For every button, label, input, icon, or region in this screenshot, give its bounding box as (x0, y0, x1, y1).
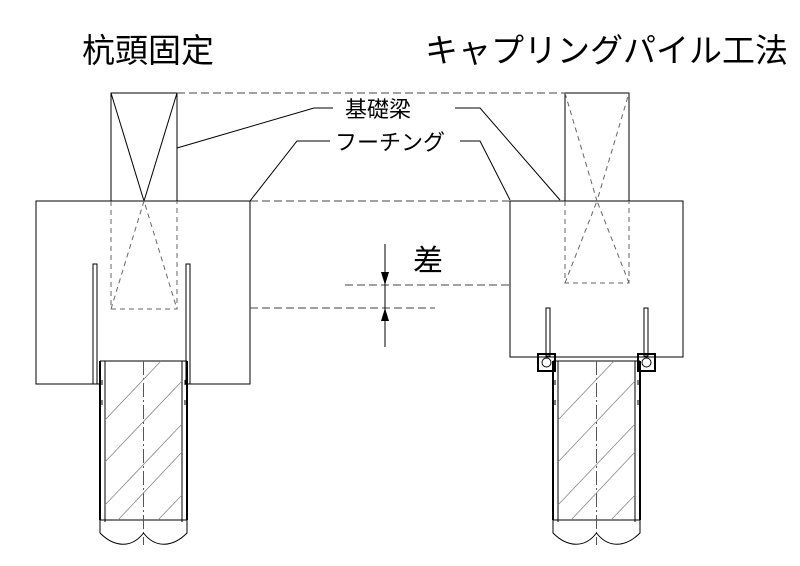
left-beam-hidden (110, 201, 178, 310)
label-difference: 差 (413, 244, 443, 279)
right-assembly (509, 92, 684, 545)
right-pile (552, 360, 641, 545)
left-beam-cross-hidden (110, 199, 178, 310)
difference-dimension (381, 244, 389, 347)
title-left: 杭頭固定 (82, 31, 214, 70)
right-anchor-rod (643, 307, 649, 357)
label-footing: フーチング (335, 131, 445, 156)
left-assembly (35, 92, 251, 545)
left-beam-cross (110, 92, 178, 203)
right-cap-ring (537, 353, 656, 372)
left-beam (110, 92, 178, 201)
title-right: キャプリングパイル工法 (425, 31, 788, 70)
left-pile (99, 360, 188, 545)
dimension-arrow-down (381, 272, 389, 285)
right-footing (509, 200, 684, 358)
right-beam-cross (564, 92, 630, 284)
left-anchor-bar (92, 263, 98, 385)
label-beam: 基礎梁 (345, 98, 411, 123)
dimension-arrow-up (381, 308, 389, 321)
right-anchor-rod (545, 307, 551, 357)
left-footing (35, 200, 251, 385)
right-beam (564, 92, 630, 201)
right-beam-hidden (564, 201, 630, 284)
extension-lines (177, 92, 565, 309)
leader-lines (176, 107, 561, 202)
